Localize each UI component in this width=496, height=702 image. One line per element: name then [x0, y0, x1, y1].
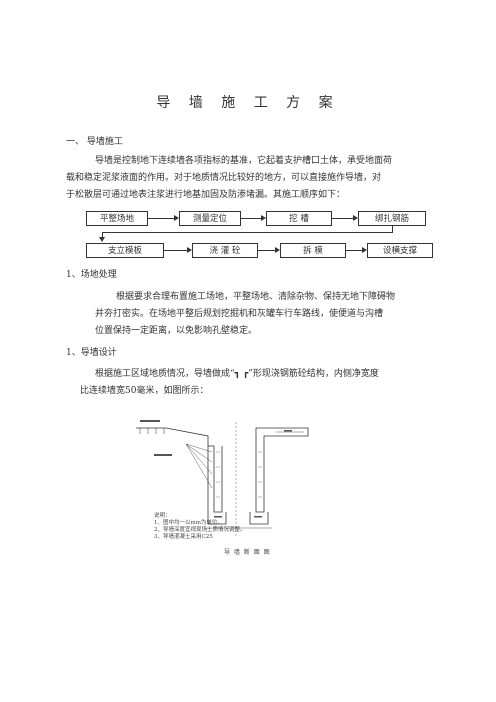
flow-step: 设横支撑: [367, 243, 433, 258]
note-item: 1、图中均一以mm为单位。: [154, 520, 223, 526]
flow-connector: [332, 218, 353, 219]
flow-connector: [102, 232, 103, 237]
subsection-heading: 1、导墙设计: [66, 348, 117, 358]
page-title: 导 墙 施 工 方 案: [156, 95, 340, 111]
flow-connector: [258, 250, 275, 251]
flow-step: 浇 灌 砼: [192, 243, 258, 258]
guide-wall-section-drawing: [136, 420, 309, 537]
flow-step: 绑扎钢筋: [358, 211, 426, 226]
paragraph-line: 导墙是控制地下连续墙各项指标的基准，它起着支护槽口土体，承受地面荷: [95, 156, 393, 166]
paragraph-line: 于松散层可通过地表注浆进行地基加固及防渗堵漏。其施工顺序如下：: [66, 190, 346, 200]
flow-step: 测量定位: [179, 211, 241, 226]
subsection-heading: 1、场地处理: [66, 270, 117, 280]
note-item: 3、导墙混凝土采用C25: [154, 534, 213, 540]
arrow-right-icon: [261, 215, 266, 221]
flow-step: 支立模板: [86, 243, 164, 258]
paragraph-line: 根据要求合理布置施工场地，平整场地、清除杂物、保持无地下障碍物: [116, 292, 396, 302]
notes-title: 说明：: [154, 513, 171, 519]
paragraph-line: 位置保持一定距离，以免影响孔壁稳定。: [95, 326, 258, 336]
flow-step: 挖 槽: [266, 211, 332, 226]
flow-connector: [148, 218, 174, 219]
drawing-caption: 导 墙 断 面 图: [224, 549, 271, 556]
section-heading: 一、 导墙施工: [66, 137, 123, 147]
arrow-right-icon: [275, 247, 280, 253]
paragraph-line: 根据施工区域地质情况，导墙做成“┓ ┏”形现浇钢筋砼结构，内侧净宽度: [95, 369, 379, 379]
arrow-right-icon: [187, 247, 192, 253]
arrow-right-icon: [174, 215, 179, 221]
arrow-down-icon: [99, 237, 105, 242]
flow-connector: [392, 226, 393, 232]
flow-connector: [346, 250, 362, 251]
flow-step: 平整场地: [86, 211, 148, 226]
arrow-right-icon: [362, 247, 367, 253]
note-item: 2、导墙深度宜视现场土质情况调整。: [154, 527, 246, 533]
flow-connector: [164, 250, 187, 251]
flow-step: 拆 模: [280, 243, 346, 258]
paragraph-line: 并夯打密实。在场地平整后规划挖掘机和灰罐车行车路线，使便道与沟槽: [95, 309, 384, 319]
flow-connector: [102, 232, 393, 233]
flow-connector: [241, 218, 261, 219]
drawing-notes: 说明： 1、图中均一以mm为单位。 2、导墙深度宜视现场土质情况调整。 3、导墙…: [154, 513, 246, 541]
paragraph-line: 载和稳定泥浆液面的作用。对于地质情况比较好的地方，可以直接施作导墙，对: [66, 173, 382, 183]
arrow-right-icon: [353, 215, 358, 221]
paragraph-line: 比连续墙宽50毫米，如图所示：: [80, 386, 209, 396]
